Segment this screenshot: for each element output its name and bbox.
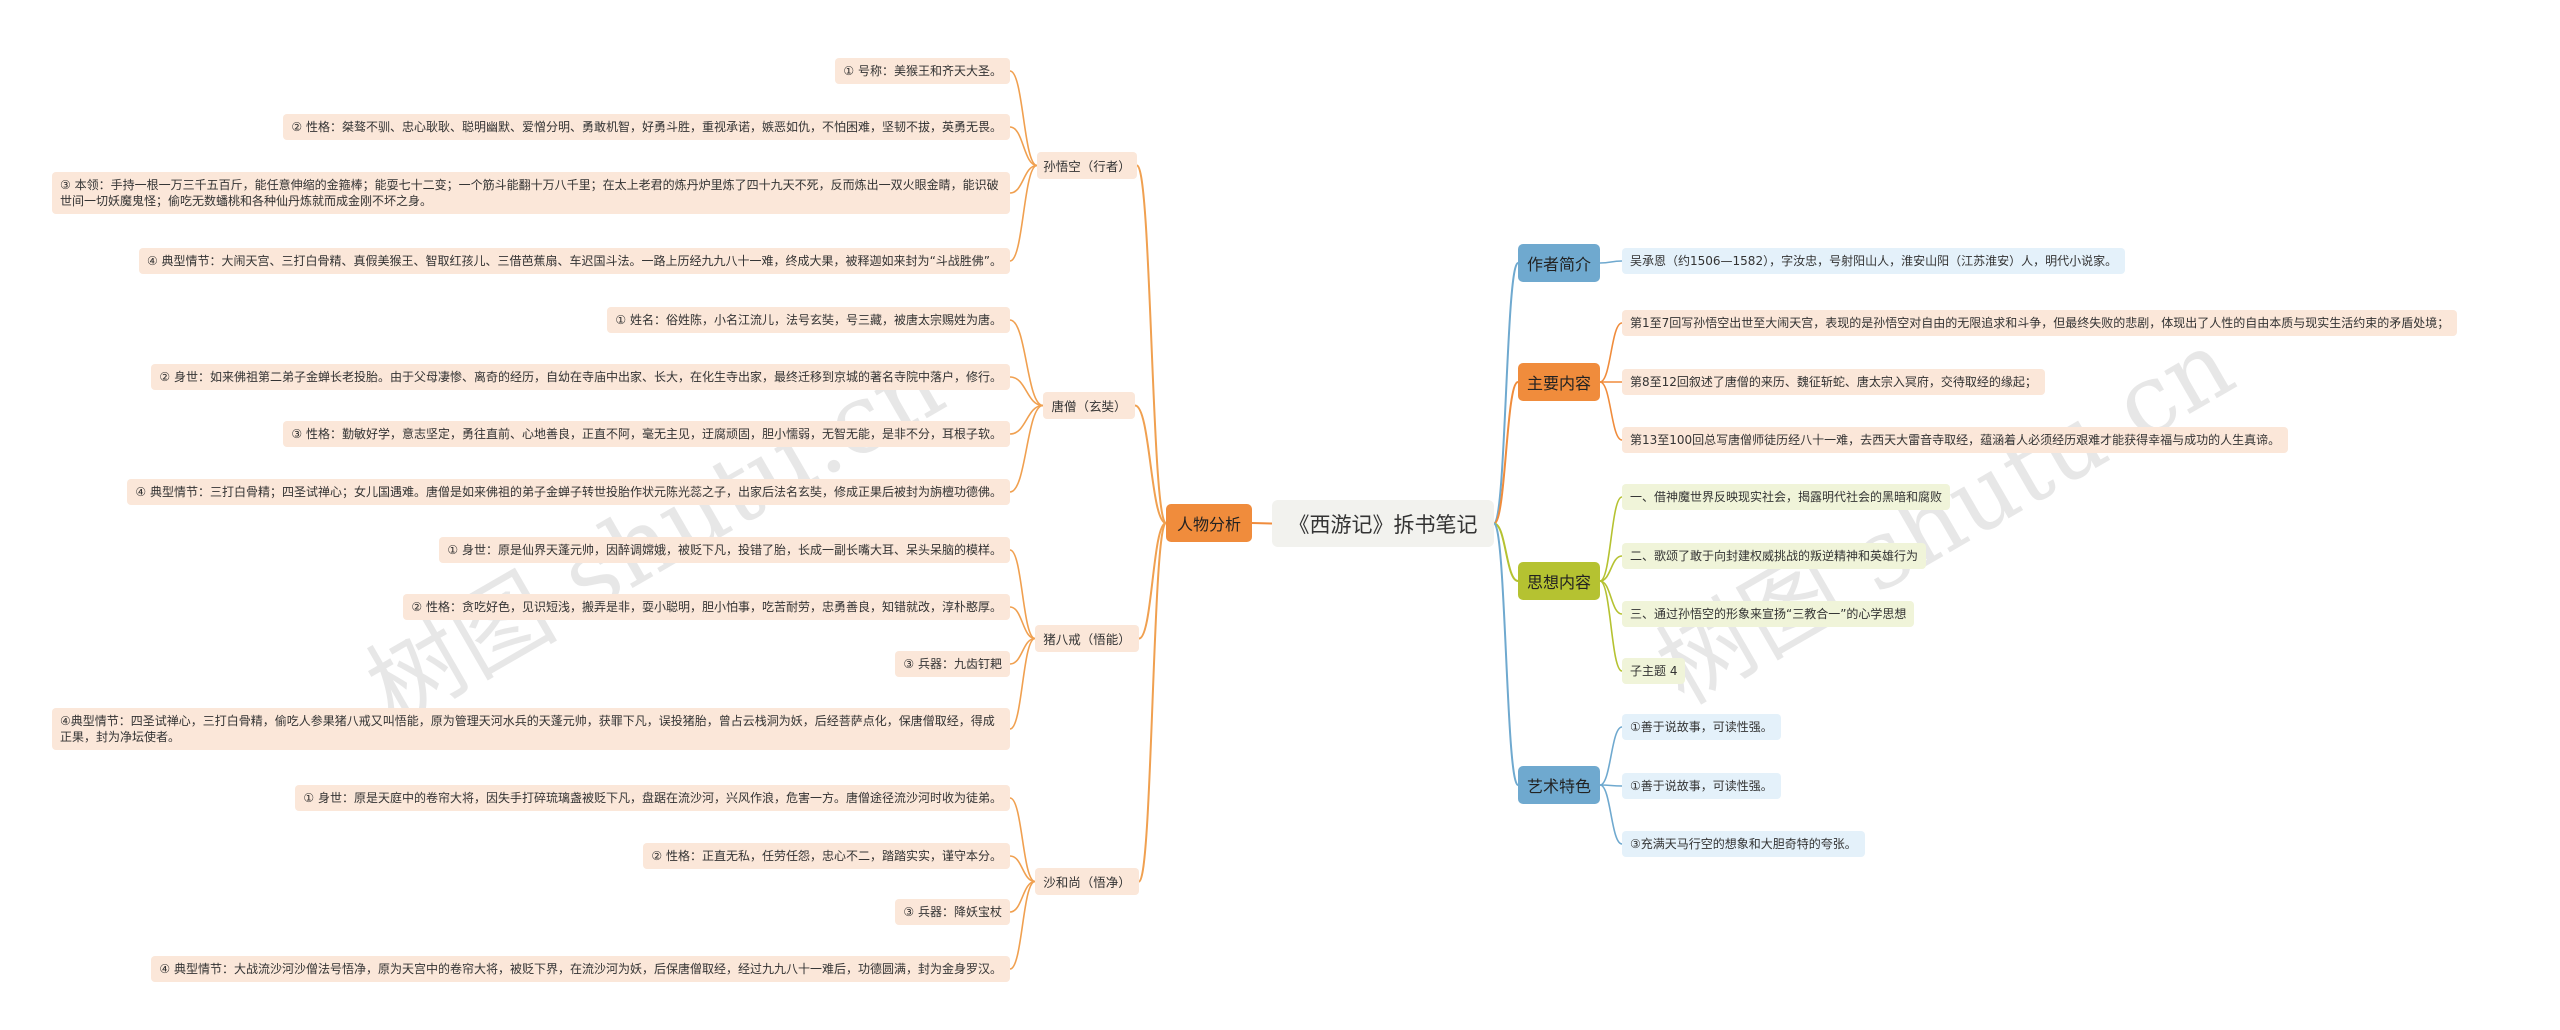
leaf-wukong-plots[interactable]: ④ 典型情节：大闹天宫、三打白骨精、真假美猴王、智取红孩儿、三借芭蕉扇、车迟国斗… <box>138 248 1010 274</box>
branch-artistic-features[interactable]: 艺术特色 <box>1518 766 1600 804</box>
leaf-idea-4[interactable]: 子主题 4 <box>1622 658 1686 684</box>
character-sun-wukong[interactable]: 孙悟空（行者） <box>1037 152 1137 179</box>
link-branch-leaf <box>1599 381 1623 441</box>
leaf-wukong-personality[interactable]: ② 性格：桀骜不驯、忠心耿耿、聪明幽默、爱憎分明、勇敢机智，好勇斗胜，重视承诺，… <box>283 114 1010 140</box>
leaf-bajie-origin[interactable]: ① 身世：原是仙界天蓬元帅，因醉调嫦娥，被贬下凡，投错了胎，长成一副长嘴大耳、呆… <box>439 537 1010 563</box>
link-branch-leaf <box>1599 580 1623 615</box>
leaf-tangseng-origin[interactable]: ② 身世：如来佛祖第二弟子金蝉长老投胎。由于父母凄惨、离奇的经历，自幼在寺庙中出… <box>151 364 1010 390</box>
link-branch-character <box>1138 522 1167 883</box>
leaf-art-3[interactable]: ③充满天马行空的想象和大胆奇特的夸张。 <box>1622 831 1865 857</box>
root-topic[interactable]: 《西游记》拆书笔记 <box>1272 500 1494 547</box>
link-character-leaf <box>1009 880 1036 970</box>
leaf-idea-1[interactable]: 一、借神魔世界反映现实社会，揭露明代社会的黑暗和腐败 <box>1622 484 1951 510</box>
link-character-leaf <box>1009 376 1044 407</box>
leaf-sha-weapon[interactable]: ③ 兵器：降妖宝杖 <box>895 899 1010 925</box>
leaf-art-2[interactable]: ①善于说故事，可读性强。 <box>1622 773 1781 799</box>
leaf-bajie-plots[interactable]: ④典型情节：四圣试禅心，三打白骨精，偷吃人参果猪八戒又叫悟能，原为管理天河水兵的… <box>52 708 1010 750</box>
link-branch-leaf <box>1599 784 1623 845</box>
leaf-sha-personality[interactable]: ② 性格：正直无私，任劳任怨，忠心不二，踏踏实实，谨守本分。 <box>643 843 1010 869</box>
leaf-content-2[interactable]: 第8至12回叙述了唐僧的来历、魏征斩蛇、唐太宗入冥府，交待取经的缘起； <box>1622 369 2045 395</box>
link-character-leaf <box>1009 606 1036 640</box>
link-character-leaf <box>1009 637 1036 665</box>
link-character-leaf <box>1009 637 1036 730</box>
leaf-bajie-personality[interactable]: ② 性格：贪吃好色，见识短浅，搬弄是非，耍小聪明，胆小怕事，吃苦耐劳，忠勇善良，… <box>403 594 1010 620</box>
leaf-tangseng-name[interactable]: ① 姓名：俗姓陈，小名江流儿，法号玄奘，号三藏，被唐太宗赐姓为唐。 <box>607 307 1010 333</box>
link-character-leaf <box>1009 880 1036 913</box>
link-branch-leaf <box>1599 496 1623 582</box>
link-branch-leaf <box>1599 580 1623 672</box>
link-character-leaf <box>1009 549 1036 640</box>
link-branch-character <box>1138 522 1167 640</box>
link-character-leaf <box>1009 319 1044 407</box>
character-sha-heshang[interactable]: 沙和尚（悟净） <box>1035 868 1139 895</box>
link-root-right <box>1493 381 1519 525</box>
leaf-sha-plots[interactable]: ④ 典型情节：大战流沙河沙僧法号悟净，原为天宫中的卷帘大将，被贬下界，在流沙河为… <box>151 956 1010 982</box>
link-character-leaf <box>1009 126 1038 167</box>
branch-author-intro[interactable]: 作者简介 <box>1518 244 1600 282</box>
link-branch-leaf <box>1599 555 1623 582</box>
leaf-tangseng-personality[interactable]: ③ 性格：勤敏好学，意志坚定，勇往直前、心地善良，正直不阿，毫无主见，迂腐顽固，… <box>283 421 1010 447</box>
leaf-wukong-title[interactable]: ① 号称：美猴王和齐天大圣。 <box>835 58 1010 84</box>
character-tang-seng[interactable]: 唐僧（玄奘） <box>1043 392 1135 419</box>
link-character-leaf <box>1009 855 1036 883</box>
link-character-leaf <box>1009 797 1036 883</box>
leaf-art-1[interactable]: ①善于说故事，可读性强。 <box>1622 714 1781 740</box>
leaf-bajie-weapon[interactable]: ③ 兵器：九齿钉耙 <box>895 651 1010 677</box>
link-branch-character <box>1134 404 1167 524</box>
leaf-author[interactable]: 吴承恩（约1506—1582），字汝忠，号射阳山人，淮安山阳（江苏淮安）人，明代… <box>1622 248 2126 274</box>
link-root-left <box>1251 522 1273 525</box>
link-character-leaf <box>1009 404 1044 435</box>
link-root-right <box>1493 262 1519 525</box>
branch-main-content[interactable]: 主要内容 <box>1518 363 1600 401</box>
link-branch-leaf <box>1599 784 1623 787</box>
link-character-leaf <box>1009 404 1044 493</box>
leaf-idea-3[interactable]: 三、通过孙悟空的形象来宣扬“三教合一”的心学思想 <box>1622 601 1915 627</box>
leaf-sha-origin[interactable]: ① 身世：原是天庭中的卷帘大将，因失手打碎琉璃盏被贬下凡，盘踞在流沙河，兴风作浪… <box>295 785 1010 811</box>
link-branch-leaf <box>1599 260 1623 264</box>
branch-character-analysis[interactable]: 人物分析 <box>1166 504 1252 542</box>
link-character-leaf <box>1009 164 1038 194</box>
character-zhu-bajie[interactable]: 猪八戒（悟能） <box>1035 625 1139 652</box>
leaf-tangseng-plots[interactable]: ④ 典型情节：三打白骨精；四圣试禅心；女儿国遇难。唐僧是如来佛祖的弟子金蝉子转世… <box>127 479 1010 505</box>
branch-ideological-content[interactable]: 思想内容 <box>1518 562 1600 600</box>
link-character-leaf <box>1009 164 1038 262</box>
leaf-content-3[interactable]: 第13至100回总写唐僧师徒历经八十一难，去西天大雷音寺取经，蕴涵着人必须经历艰… <box>1622 427 2289 453</box>
link-branch-leaf <box>1599 726 1623 786</box>
link-root-right <box>1493 522 1519 786</box>
leaf-wukong-abilities[interactable]: ③ 本领：手持一根一万三千五百斤，能任意伸缩的金箍棒；能耍七十二变；一个筋斗能翻… <box>52 172 1010 214</box>
link-branch-character <box>1136 164 1167 524</box>
leaf-content-1[interactable]: 第1至7回写孙悟空出世至大闹天宫，表现的是孙悟空对自由的无限追求和斗争，但最终失… <box>1622 310 2458 336</box>
link-branch-leaf <box>1599 322 1623 383</box>
link-root-right <box>1493 522 1519 582</box>
link-character-leaf <box>1009 70 1038 167</box>
leaf-idea-2[interactable]: 二、歌颂了敢于向封建权威挑战的叛逆精神和英雄行为 <box>1622 543 1927 569</box>
